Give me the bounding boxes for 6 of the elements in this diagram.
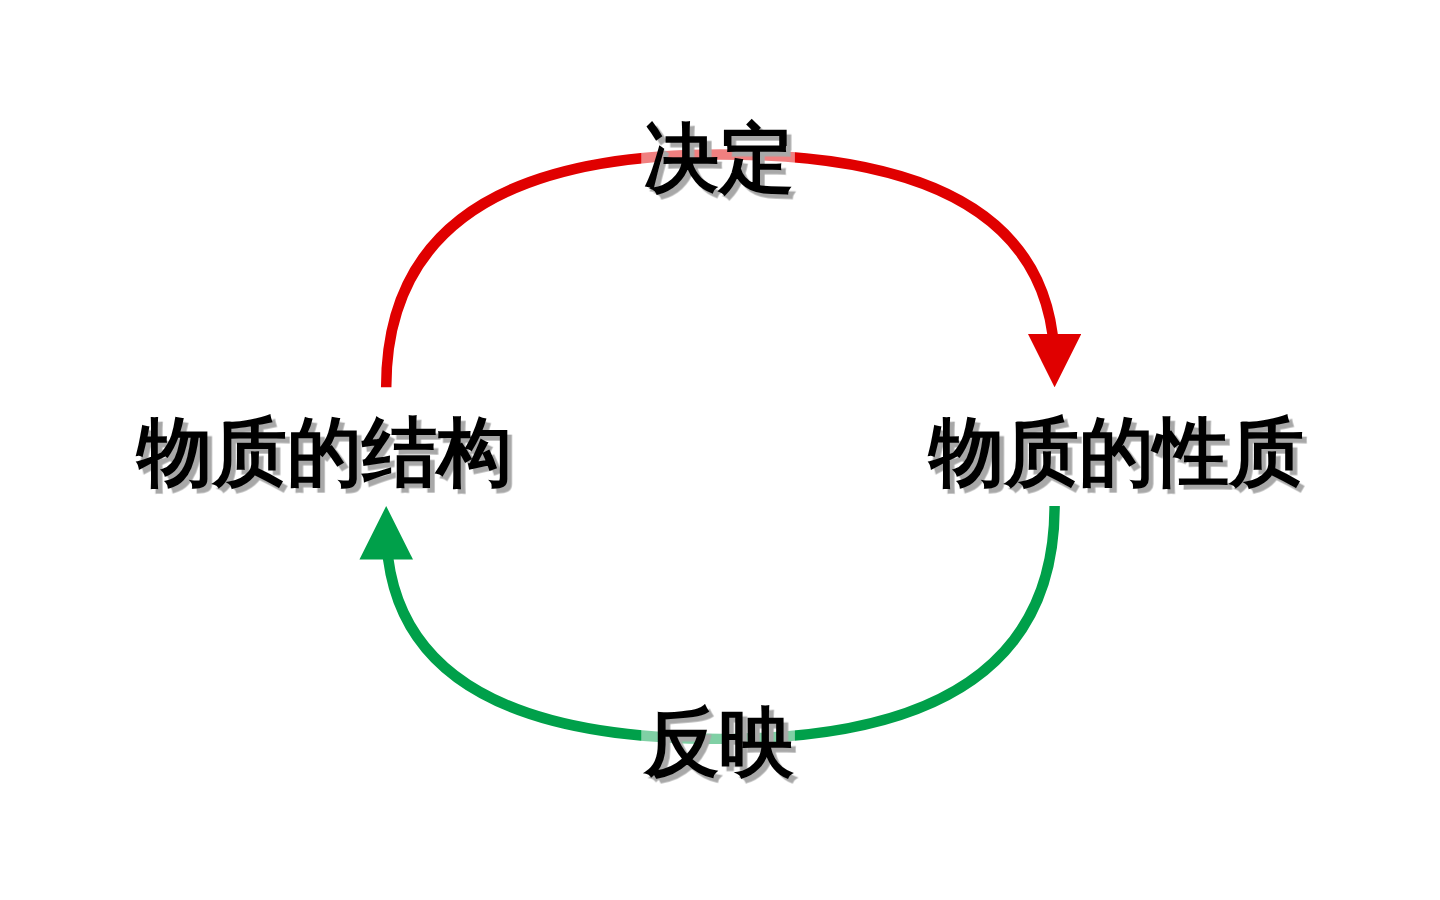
node-text: 物质的性质 [928, 408, 1304, 496]
edge-label: 决定 [643, 114, 794, 202]
edge-label: 反映 [643, 698, 794, 786]
arrow [361, 505, 1060, 744]
node-text: 物质的结构 [136, 408, 512, 496]
arrow [380, 149, 1079, 388]
